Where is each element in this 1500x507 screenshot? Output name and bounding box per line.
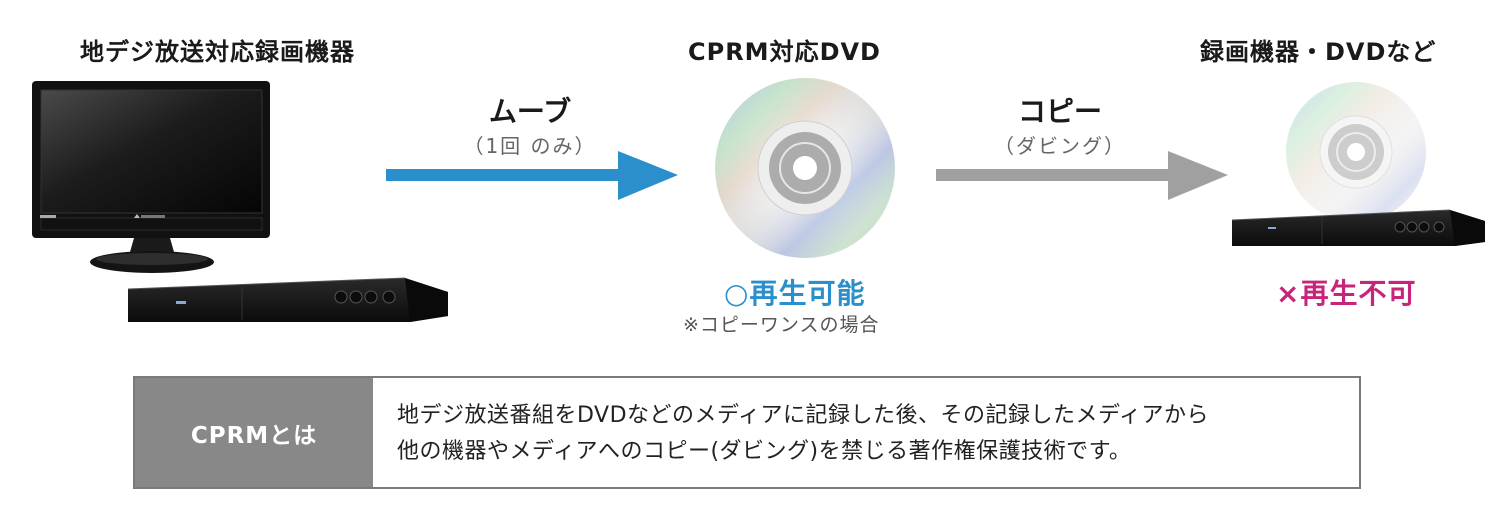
copy-arrow-shaft [936,169,1172,181]
copy-arrow [936,151,1228,200]
cprm-dvd-disc [715,78,895,258]
playable-label: 再生可能 [749,277,866,310]
move-arrow-head [618,151,678,200]
bluray-recorder-icon [127,277,448,322]
copy-arrow-head [1168,151,1228,200]
not-playable-label: 再生不可 [1300,277,1417,310]
definition-line: 他の機器やメディアへのコピー(ダビング)を禁じる著作権保護技術です。 [397,439,1132,464]
copy-sublabel: （ダビング） [994,134,1126,158]
source-devices-illustration [32,81,448,322]
cprm-definition-label: CPRMとは [135,378,373,487]
cprm-definition-box: CPRMとは 地デジ放送番組をDVDなどのメディアに記録した後、その記録したメデ… [133,376,1361,489]
move-arrow-shaft [386,169,622,181]
target-devices-illustration [1231,82,1485,246]
not-playable-status: ×再生不可 [1276,272,1416,312]
move-label: ムーブ [488,95,572,128]
move-sublabel: （1回 のみ） [463,134,597,158]
tv-monitor-icon [32,81,270,273]
target-device-title: 録画機器・DVDなど [1200,38,1437,66]
circle-mark-icon: ○ [724,277,750,310]
playable-status: ○再生可能 [724,272,865,312]
cprm-dvd-title: CPRM対応DVD [688,38,881,66]
recorder-icon [1231,209,1485,246]
cprm-definition-text: 地デジ放送番組をDVDなどのメディアに記録した後、その記録したメディアから 他の… [373,378,1359,487]
copy-once-note: ※コピーワンスの場合 [683,314,880,336]
cross-mark-icon: × [1276,277,1301,310]
faded-disc-icon [1286,82,1426,222]
move-arrow [386,151,678,200]
definition-line: 地デジ放送番組をDVDなどのメディアに記録した後、その記録したメディアから [397,403,1209,428]
copy-label: コピー [1017,95,1102,128]
source-device-title: 地デジ放送対応録画機器 [80,38,355,66]
